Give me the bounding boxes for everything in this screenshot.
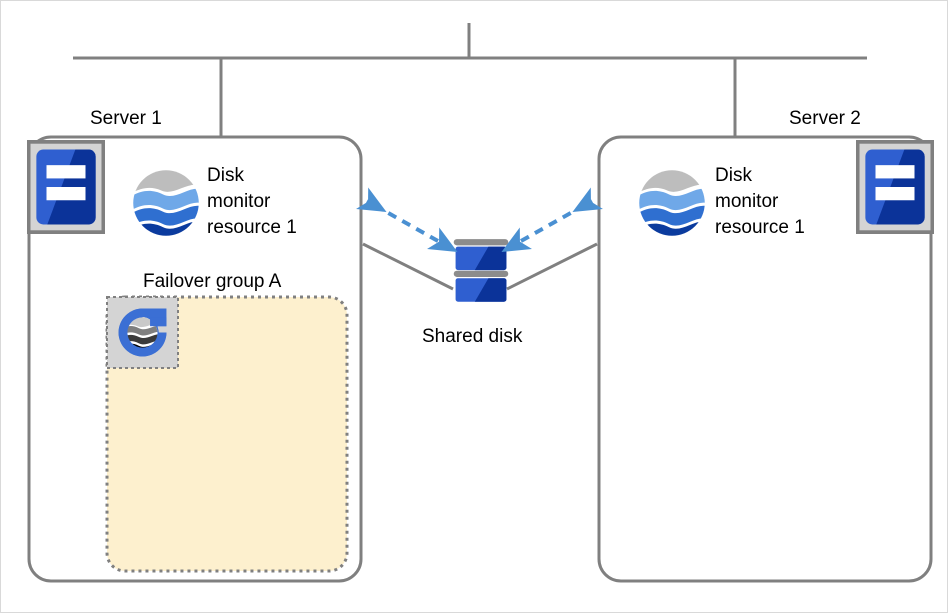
monitor-arrow-right [501, 187, 603, 252]
server-1-label: Server 1 [90, 108, 162, 129]
server-1-icon [27, 140, 105, 234]
server-2-monitor-line-3: resource 1 [715, 217, 805, 238]
failover-group-label: Failover group A [143, 271, 282, 292]
server-2-label: Server 2 [789, 108, 861, 129]
link-server1-disk [362, 242, 454, 291]
server-1-monitor-line-2: monitor [207, 191, 271, 212]
interconnect-bus [73, 23, 867, 138]
server-1-monitor-line-3: resource 1 [207, 217, 297, 238]
server-2-group: Server 2 Disk monitor resource 1 [597, 108, 934, 583]
server-1-group: Server 1 Disk monitor resource 1 Failove… [27, 108, 363, 583]
shared-disk-label: Shared disk [422, 326, 523, 347]
monitor-arrow-left [356, 187, 458, 252]
server-2-box[interactable] [597, 135, 933, 583]
server-2-monitor-line-2: monitor [715, 191, 779, 212]
server-1-monitor-line-1: Disk [207, 165, 244, 186]
server-2-monitor-line-1: Disk [715, 165, 752, 186]
shared-disk-icon [453, 239, 509, 302]
link-server2-disk [506, 242, 598, 291]
server-2-icon [856, 140, 934, 234]
